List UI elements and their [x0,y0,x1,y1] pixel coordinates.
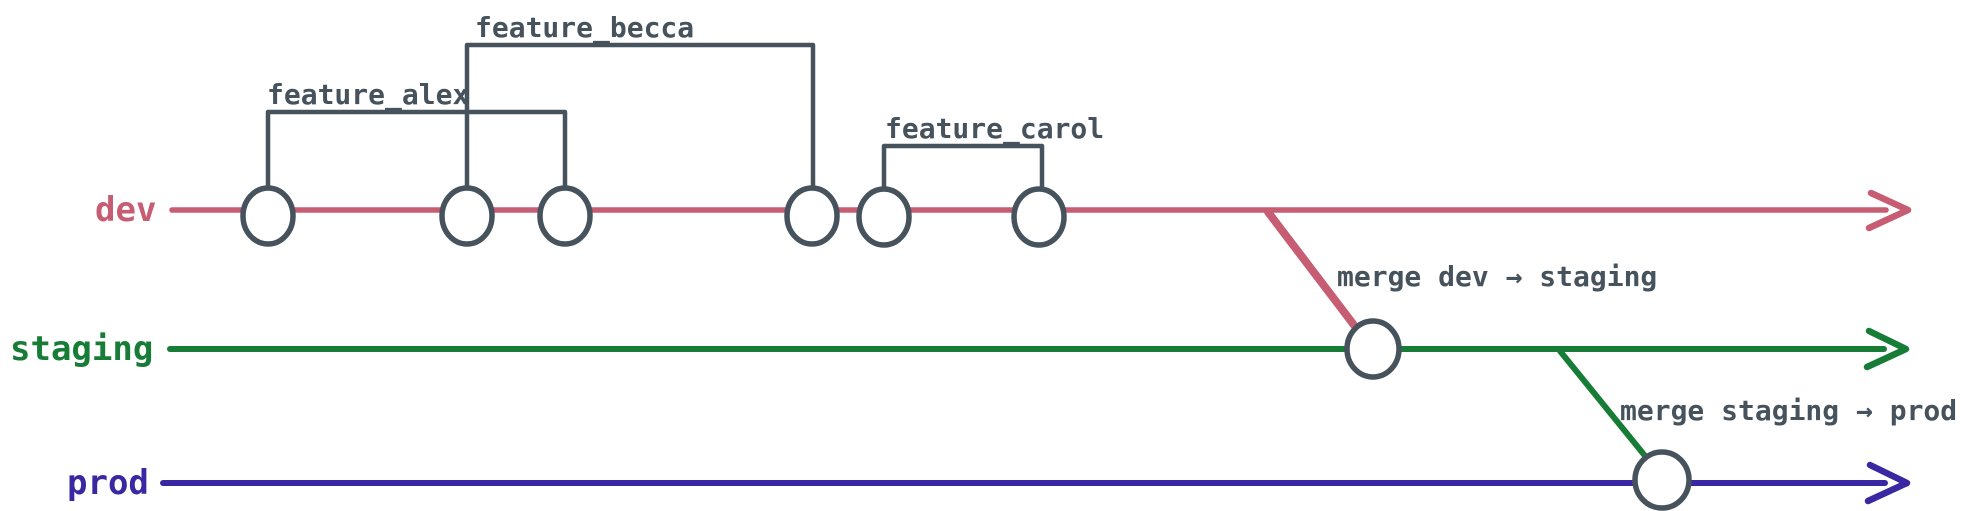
dev-branch-label: dev [95,190,156,230]
prod-branch-label: prod [67,463,149,503]
feature-carol-label: feature_carol [885,112,1104,145]
merge-staging-to-prod-label: merge staging → prod [1620,394,1957,427]
feature-alex-bracket [265,109,568,193]
commit-node [784,185,840,247]
commit-node [856,186,912,248]
feature-carol-bracket [881,143,1045,195]
feature-alex-label: feature_alex [267,78,469,111]
merge-commit-node-prod [1632,449,1692,511]
merge-commit-node-staging [1344,318,1402,380]
dev-arrowhead-icon [1865,189,1912,232]
merge-line-dev-to-staging [1264,208,1364,337]
staging-branch-label: staging [10,329,153,369]
commit-node [1011,186,1067,248]
feature-becca-bracket [464,42,816,193]
commit-node [240,185,296,247]
merge-diagonal [1557,348,1653,465]
feature-brackets [265,42,1045,195]
merge-line-staging-to-prod [1557,348,1653,465]
commit-node [439,185,495,247]
staging-arrowhead-icon [1863,327,1910,371]
prod-branch-line [160,461,1911,505]
merge-diagonal [1264,208,1364,337]
staging-branch-line [167,327,1910,371]
merge-dev-to-staging-label: merge dev → staging [1337,260,1657,293]
commit-node [537,185,593,247]
feature-becca-label: feature_becca [475,11,694,44]
commit-nodes [240,185,1692,511]
prod-arrowhead-icon [1864,461,1911,505]
